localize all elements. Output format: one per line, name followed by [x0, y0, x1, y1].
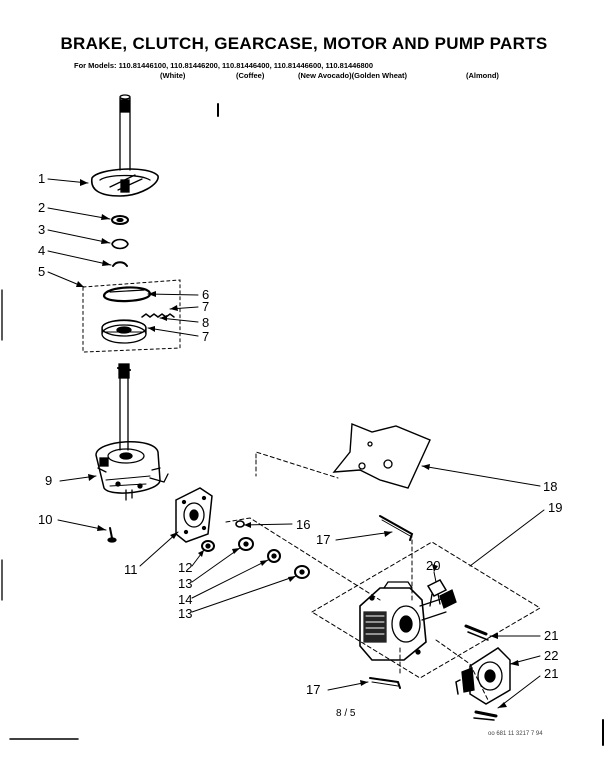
part-1-brake-shaft: [91, 94, 159, 197]
part-13-coupling-b: [294, 565, 310, 579]
callout-17a: 17: [316, 532, 330, 547]
color-coffee: (Coffee): [236, 71, 265, 80]
part-9-gearcase: [95, 363, 169, 501]
part-5-clutch-box: [82, 279, 181, 353]
callout-10: 10: [38, 512, 52, 527]
part-17-rod-lower: [369, 677, 401, 689]
callout-1: 1: [38, 171, 45, 186]
callout-11: 11: [124, 562, 138, 577]
callout-5: 5: [38, 264, 45, 279]
page-footer: 8 / 5: [336, 708, 356, 719]
callout-14: 14: [178, 592, 192, 607]
guide-line-1: [255, 451, 339, 479]
part-18-plate: [332, 422, 431, 489]
motor: [359, 581, 447, 661]
callout-16: 16: [296, 517, 310, 532]
callout-22: 22: [544, 648, 558, 663]
callout-4: 4: [38, 243, 45, 258]
callout-6: 6: [202, 287, 209, 302]
models-line: For Models: 110.81446100, 110.81446200, …: [74, 61, 374, 70]
callout-20: 20: [426, 558, 440, 573]
callout-21b: 21: [544, 666, 558, 681]
callout-18: 18: [543, 479, 557, 494]
callout-3: 3: [38, 222, 45, 237]
callout-8: 8: [202, 315, 209, 330]
part-19-motor-box: [311, 541, 541, 679]
callout-12: 12: [178, 560, 192, 575]
callout-7b: 7: [202, 329, 209, 344]
part-21-clip-lower: [473, 710, 498, 721]
color-white: (White): [160, 71, 186, 80]
color-almond: (Almond): [466, 71, 499, 80]
callout-19: 19: [548, 500, 562, 515]
part-7-clutch-drum: [101, 319, 147, 344]
part-12-cap: [201, 540, 215, 552]
callout-17b: 17: [306, 682, 320, 697]
part-10-screw: [107, 527, 117, 543]
callout-9: 9: [45, 473, 52, 488]
callout-13a: 13: [178, 576, 192, 591]
part-14-coupling: [267, 549, 281, 563]
callout-7a: 7: [202, 299, 209, 314]
guide-line-2: [225, 517, 381, 601]
part-20-switch: [426, 579, 457, 609]
part-13-coupling-a: [238, 537, 254, 551]
part-11-plate: [175, 487, 213, 543]
part-8-clutch-spring-small: [141, 313, 175, 318]
part-17-rod-upper: [379, 515, 414, 541]
part-16-washer: [235, 520, 245, 528]
part-3-washer: [111, 238, 129, 250]
callout-13b: 13: [178, 606, 192, 621]
part-4-retainer: [112, 261, 128, 267]
color-avocado-wheat: (New Avocado)(Golden Wheat): [298, 71, 408, 80]
part-2-washer: [111, 215, 129, 225]
scan-stamp: oo 681 11 3217 7 94: [488, 731, 543, 737]
callout-21a: 21: [544, 628, 558, 643]
part-21-clip-upper: [464, 624, 489, 641]
guide-line-5: [435, 639, 489, 701]
callout-2: 2: [38, 200, 45, 215]
page-title: BRAKE, CLUTCH, GEARCASE, MOTOR AND PUMP …: [60, 34, 548, 53]
part-22-pump: [455, 647, 511, 705]
